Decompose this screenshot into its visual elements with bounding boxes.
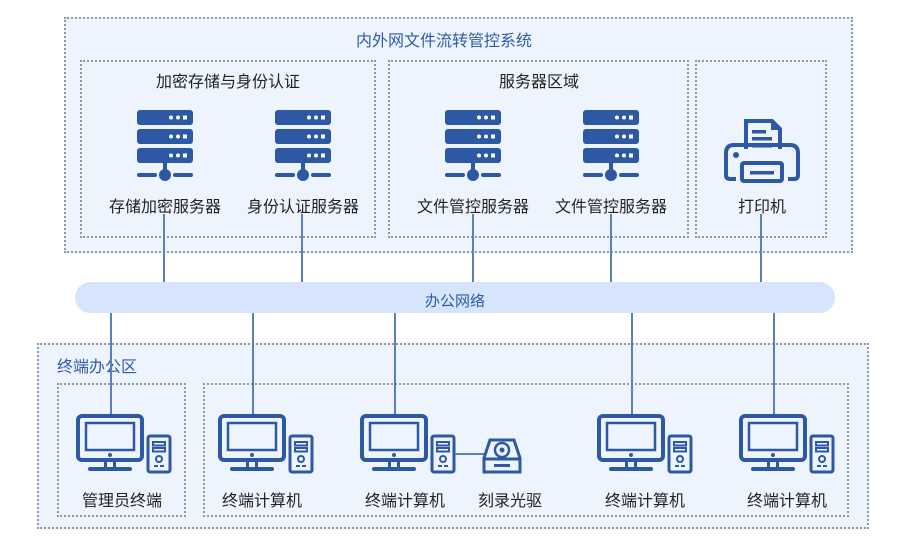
group-encryption-auth: [80, 60, 376, 238]
terminal-label: 终端计算机: [364, 491, 446, 510]
printer-label: 打印机: [737, 197, 787, 216]
drive-connector-line: [455, 453, 485, 455]
office-network-label: 办公网络: [424, 292, 486, 310]
connector-line: [760, 214, 762, 282]
group-title-server-area: 服务器区域: [498, 72, 580, 91]
server-icon[interactable]: [581, 110, 641, 182]
server-icon[interactable]: [273, 110, 333, 182]
connector-line: [252, 313, 254, 416]
connector-line: [631, 313, 633, 416]
connector-line: [773, 313, 775, 416]
server-label-file-control-1: 文件管控服务器: [416, 197, 530, 216]
optical-drive-label: 刻录光驱: [477, 491, 543, 510]
system-title: 内外网文件流转管控系统: [356, 31, 533, 50]
server-icon[interactable]: [135, 110, 195, 182]
desktop-computer-icon[interactable]: [218, 414, 314, 476]
connector-line: [163, 214, 165, 282]
optical-drive-icon[interactable]: [482, 438, 522, 474]
group-server-area: [388, 60, 689, 238]
office-network-bar: [75, 282, 835, 313]
printer-icon[interactable]: [724, 117, 800, 183]
admin-terminal-label: 管理员终端: [81, 491, 163, 510]
terminals-group: [203, 383, 849, 517]
server-label-file-control-2: 文件管控服务器: [554, 197, 668, 216]
connector-line: [301, 214, 303, 282]
terminal-label: 终端计算机: [604, 491, 686, 510]
terminal-zone-title: 终端办公区: [57, 357, 138, 376]
server-label-identity-auth: 身份认证服务器: [246, 197, 360, 216]
server-label-storage-encryption: 存储加密服务器: [108, 197, 222, 216]
connector-line: [394, 313, 396, 416]
group-title-encryption-auth: 加密存储与身份认证: [155, 72, 301, 91]
terminal-label: 终端计算机: [746, 491, 828, 510]
desktop-computer-icon[interactable]: [360, 414, 456, 476]
desktop-computer-icon[interactable]: [76, 414, 172, 476]
connector-line: [610, 214, 612, 282]
desktop-computer-icon[interactable]: [597, 414, 693, 476]
desktop-computer-icon[interactable]: [739, 414, 835, 476]
admin-group: [57, 383, 186, 517]
server-icon[interactable]: [443, 110, 503, 182]
connector-line: [472, 214, 474, 282]
terminal-label: 终端计算机: [221, 491, 303, 510]
connector-line: [110, 313, 112, 416]
